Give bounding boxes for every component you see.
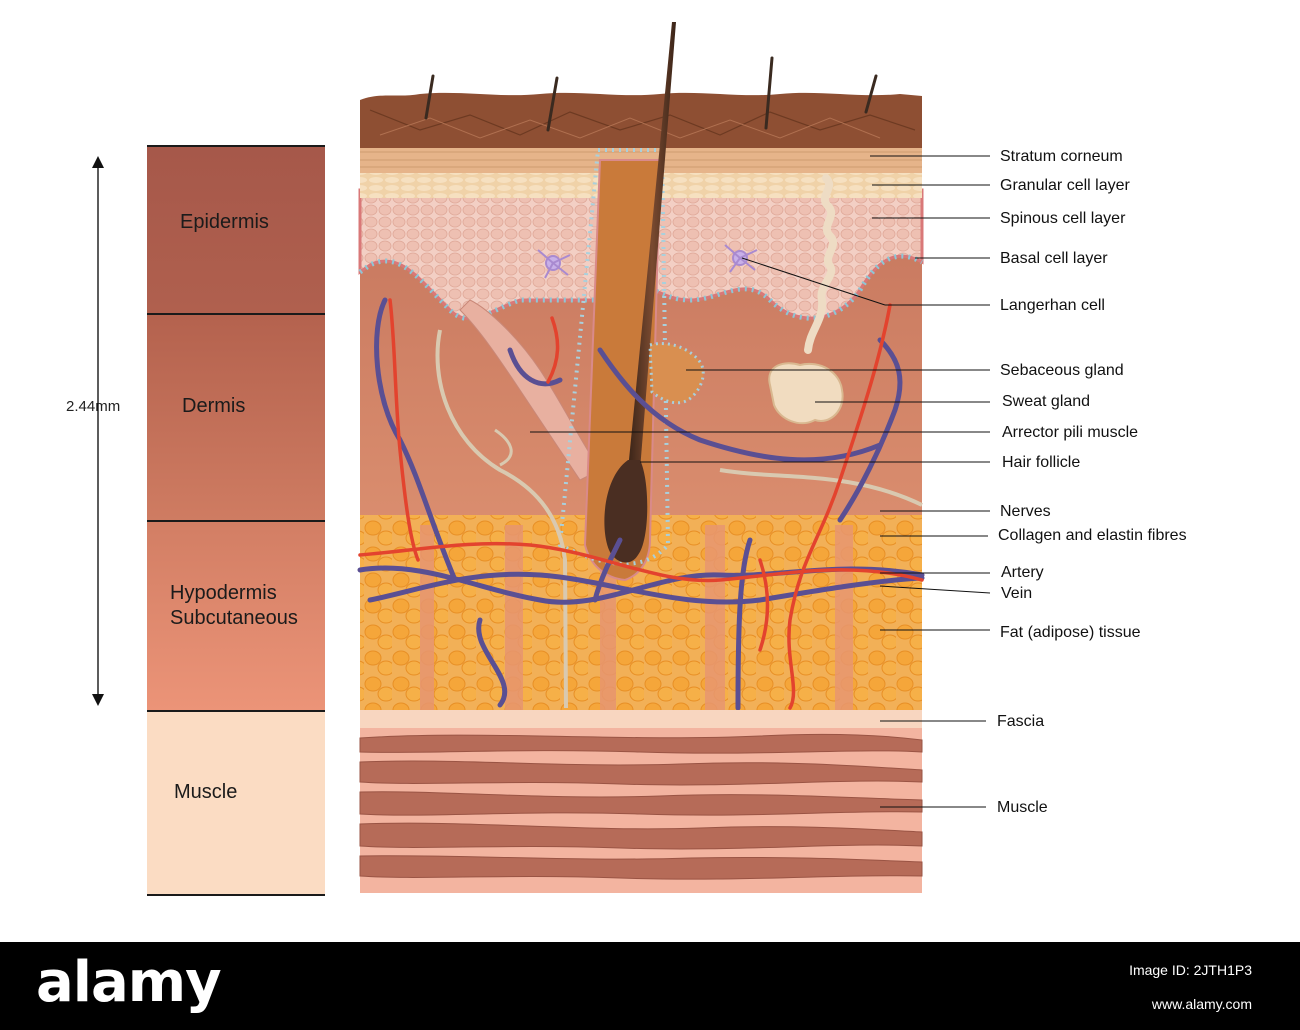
muscle-band [147, 710, 325, 896]
watermark-url: www.alamy.com [1151, 996, 1252, 1012]
label-sebaceous-gland: Sebaceous gland [1000, 362, 1124, 379]
hypodermis-label: Hypodermis [170, 582, 277, 604]
epidermis-band [147, 145, 325, 315]
epidermis-label: Epidermis [180, 211, 269, 233]
muscle-layer-label: Muscle [174, 781, 238, 803]
label-muscle: Muscle [997, 799, 1048, 816]
watermark-footer [0, 942, 1300, 1030]
label-langerhan-cell: Langerhan cell [1000, 297, 1105, 314]
label-collagen-elastin: Collagen and elastin fibres [998, 527, 1187, 544]
label-fascia: Fascia [997, 713, 1045, 730]
subcutaneous-label: Subcutaneous [170, 607, 298, 629]
dermis-band [147, 313, 325, 522]
label-fat-tissue: Fat (adipose) tissue [1000, 624, 1141, 641]
label-spinous-cell-layer: Spinous cell layer [1000, 210, 1126, 227]
scale-label: 2.44mm [66, 398, 121, 415]
image-id: Image ID: 2JTH1P3 [1129, 962, 1252, 978]
label-hair-follicle: Hair follicle [1002, 454, 1081, 471]
label-sweat-gland: Sweat gland [1002, 393, 1091, 410]
label-basal-cell-layer: Basal cell layer [1000, 250, 1108, 267]
hypodermis-band [147, 520, 325, 712]
label-arrector-pili-muscle: Arrector pili muscle [1002, 424, 1139, 441]
cross-section [357, 22, 925, 893]
leader-lines [530, 155, 991, 808]
label-granular-cell-layer: Granular cell layer [1000, 177, 1130, 194]
label-nerves: Nerves [1000, 503, 1051, 520]
label-artery: Artery [1001, 564, 1044, 581]
dermis-label: Dermis [182, 395, 246, 417]
label-vein: Vein [1001, 585, 1033, 602]
label-stratum-corneum: Stratum corneum [1000, 148, 1123, 165]
alamy-logo: alamy [36, 950, 222, 1015]
